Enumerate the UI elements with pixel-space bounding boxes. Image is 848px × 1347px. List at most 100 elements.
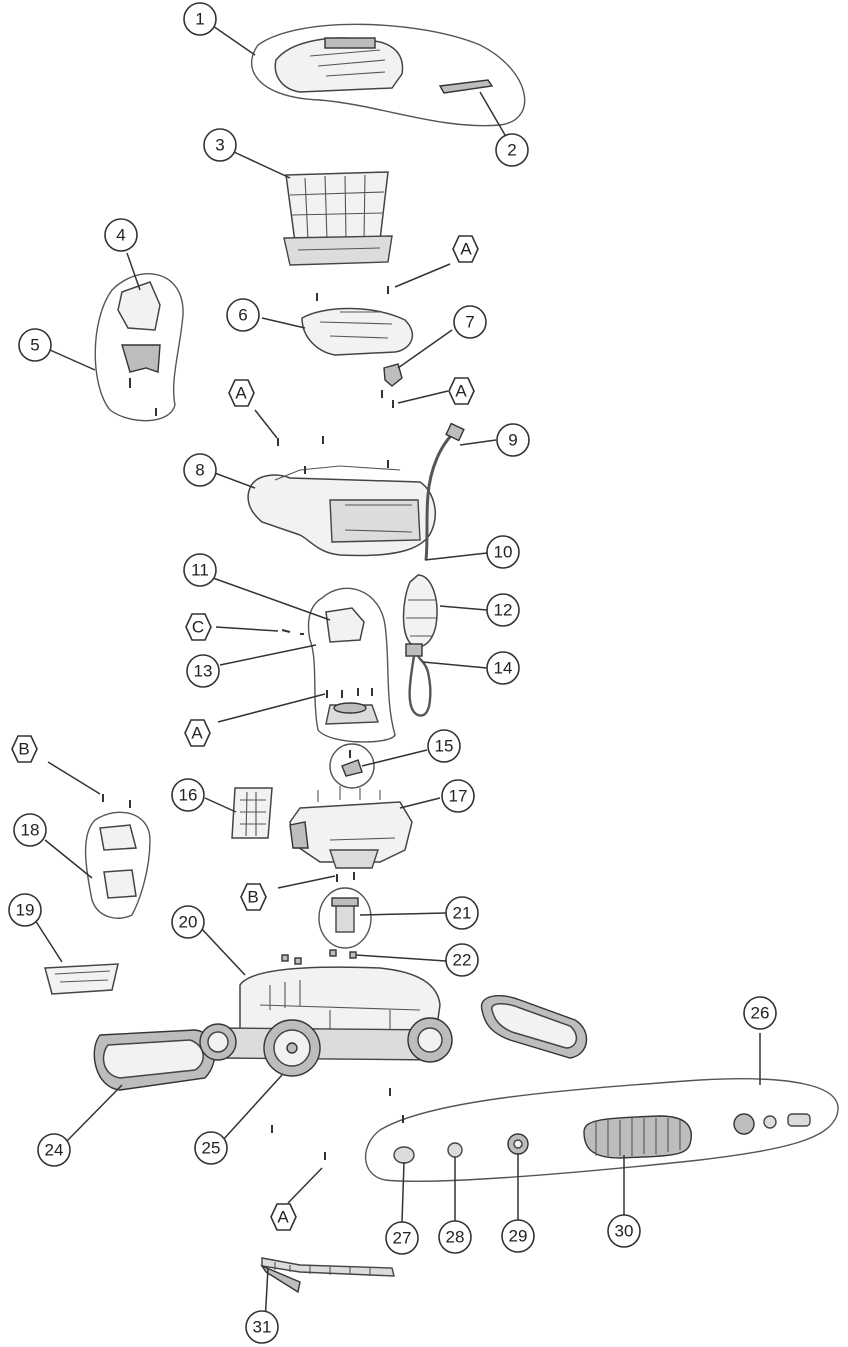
callout-6: 6 [226,298,260,332]
svg-text:A: A [235,384,247,403]
fastener-tag-a-housing: A [228,379,255,407]
svg-text:13: 13 [194,662,213,681]
callout-28: 28 [438,1220,472,1254]
svg-text:26: 26 [751,1004,770,1023]
svg-text:22: 22 [453,951,472,970]
fastener-tag-a-hinge: A [448,377,475,405]
svg-text:19: 19 [16,901,35,920]
svg-text:1: 1 [195,10,204,29]
svg-text:10: 10 [494,543,513,562]
callout-19: 19 [8,893,42,927]
part-power-cable [424,430,457,561]
svg-text:B: B [18,740,29,759]
svg-text:21: 21 [453,904,472,923]
part-filter-screen [231,787,273,839]
part-nut-3 [281,954,289,962]
part-side-clip-lower [103,869,137,899]
part-cable-loop [408,655,432,717]
svg-text:12: 12 [494,601,513,620]
svg-text:14: 14 [494,659,513,678]
callout-27: 27 [385,1221,419,1255]
svg-text:20: 20 [179,913,198,932]
fastener-tag-c: C [185,613,212,641]
svg-text:3: 3 [215,136,224,155]
part-nut-2 [349,951,357,959]
svg-text:18: 18 [21,821,40,840]
part-chassis [214,966,441,1061]
callout-20: 20 [171,905,205,939]
callout-25: 25 [194,1131,228,1165]
part-side-clip-upper [99,824,137,851]
svg-text:16: 16 [179,786,198,805]
part-lid-hinge [383,363,403,387]
callout-7: 7 [453,305,487,339]
svg-text:27: 27 [393,1229,412,1248]
svg-text:15: 15 [435,737,454,756]
callout-5: 5 [18,328,52,362]
callout-31: 31 [245,1310,279,1344]
svg-text:30: 30 [615,1222,634,1241]
svg-text:2: 2 [507,141,516,160]
svg-text:A: A [191,724,203,743]
part-filter-basket [283,171,393,266]
group-outline-handle-latch [94,273,184,422]
fastener-tag-b-motor: B [240,883,267,911]
part-filter-clip [438,79,494,94]
callout-21: 21 [445,896,479,930]
callout-22: 22 [445,943,479,977]
callout-17: 17 [441,779,475,813]
callout-18: 18 [13,813,47,847]
part-filter-lid [301,307,414,356]
part-cable-clamp [405,643,423,657]
part-drive-motor [289,786,413,869]
callout-3: 3 [203,128,237,162]
callout-13: 13 [186,654,220,688]
part-brush-endcap-washer [763,1115,777,1129]
fastener-tag-a-top: A [452,235,479,263]
part-latch-spring [121,344,161,373]
part-brush-adapter [393,1146,415,1164]
part-track-right [480,994,588,1059]
callout-1: 1 [183,2,217,36]
callout-4: 4 [104,218,138,252]
svg-text:4: 4 [116,226,125,245]
svg-text:A: A [455,382,467,401]
callout-26: 26 [743,996,777,1030]
callout-30: 30 [607,1214,641,1248]
part-front-nozzle [44,963,119,995]
svg-text:28: 28 [446,1228,465,1247]
svg-text:B: B [247,888,258,907]
leader-lines [34,25,761,1324]
callout-8: 8 [183,453,217,487]
svg-text:5: 5 [30,336,39,355]
part-top-housing [247,465,436,557]
callout-15: 15 [427,729,461,763]
group-outline-top-cover [250,23,526,127]
svg-text:25: 25 [202,1139,221,1158]
callout-14: 14 [486,651,520,685]
part-track-left [93,1029,216,1091]
group-outline-pump-motor [307,587,396,743]
svg-text:24: 24 [45,1141,64,1160]
callout-12: 12 [486,593,520,627]
group-outline-bushing [318,887,372,949]
screw-c-1 [281,629,291,633]
svg-text:C: C [192,618,204,637]
group-outline-impeller [329,743,375,789]
callout-16: 16 [171,778,205,812]
svg-text:8: 8 [195,461,204,480]
part-brush-bearing [447,1142,463,1158]
svg-text:17: 17 [449,787,468,806]
part-impeller [341,759,363,777]
group-outline-brush-kit [364,1078,839,1182]
fastener-tag-a-pump: A [184,719,211,747]
svg-text:A: A [277,1208,289,1227]
svg-text:6: 6 [238,306,247,325]
part-nut-1 [329,949,337,957]
part-nut-4 [294,957,302,965]
part-swivel-connector [445,422,465,442]
svg-text:9: 9 [508,431,517,450]
callout-11: 11 [183,553,217,587]
svg-text:A: A [460,240,472,259]
